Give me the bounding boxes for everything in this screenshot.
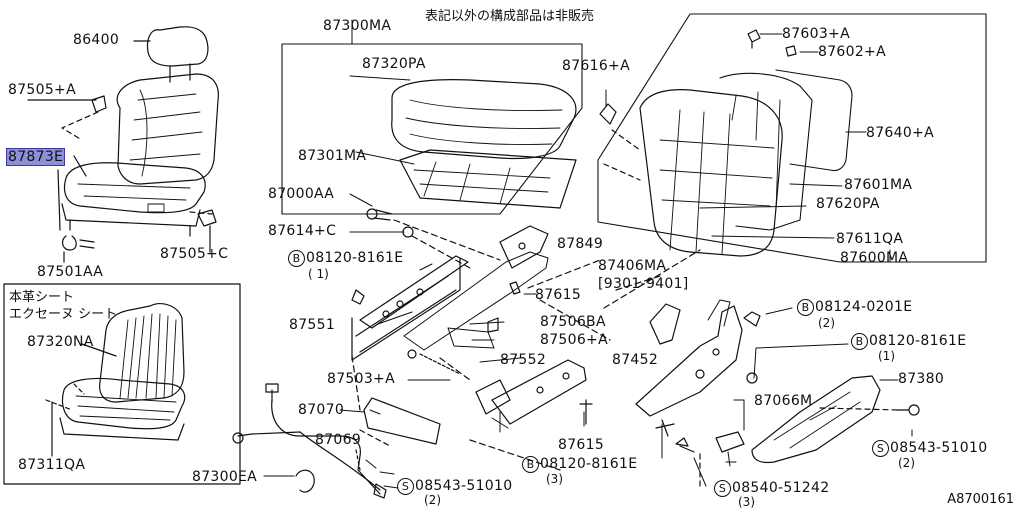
screw-marker-icon: S	[397, 478, 414, 495]
part-label[interactable]: 87551	[289, 317, 336, 333]
std-part-number: 08543-51010	[415, 478, 513, 494]
bolt-marker-icon: B	[288, 250, 305, 267]
std-part-qty: ( 1)	[308, 267, 329, 281]
recliner-drawing	[635, 299, 920, 487]
part-label[interactable]: 87069	[315, 432, 362, 448]
part-label[interactable]: 87552	[500, 352, 547, 368]
seat-frame-drawing	[349, 193, 701, 471]
part-label[interactable]: 87601MA	[844, 177, 913, 193]
std-part-number: 08120-8161E	[869, 333, 967, 349]
part-label[interactable]: 86400	[73, 32, 120, 48]
bolt-marker-icon: B	[522, 456, 539, 473]
part-label[interactable]: 87603+A	[782, 26, 850, 42]
diagram-code: A8700161	[947, 492, 1014, 507]
std-part-qty: (3)	[738, 495, 755, 509]
part-label[interactable]: 87452	[612, 352, 659, 368]
part-label[interactable]: 87616+A	[562, 58, 630, 74]
std-part-qty: (2)	[818, 316, 835, 330]
std-part-qty: (2)	[898, 456, 915, 470]
part-label[interactable]: 87300MA	[323, 18, 392, 34]
inset-title: 本革シート エクセーヌ シート	[9, 290, 118, 322]
std-part-qty: (3)	[546, 472, 563, 486]
bolt-marker-icon: B	[851, 333, 868, 350]
part-label[interactable]: 87615	[535, 287, 582, 303]
part-label[interactable]: 87505+C	[160, 246, 229, 262]
part-label[interactable]: 87311QA	[18, 457, 86, 473]
part-label[interactable]: 87640+A	[866, 125, 934, 141]
screw-marker-icon: S	[872, 440, 889, 457]
complete-seat-drawing	[27, 26, 219, 263]
std-part-qty: (1)	[878, 349, 895, 363]
part-label[interactable]: 87600MA	[840, 250, 909, 266]
part-label[interactable]: 87505+A	[8, 82, 76, 98]
seat-cushion-drawing	[349, 75, 577, 209]
part-label[interactable]: 87602+A	[818, 44, 886, 60]
part-label[interactable]: 87849	[557, 236, 604, 252]
part-label[interactable]: 87614+C	[268, 223, 337, 239]
inset-seat-drawing	[45, 303, 186, 457]
part-label[interactable]: 87620PA	[816, 196, 880, 212]
part-label[interactable]: 87611QA	[836, 231, 904, 247]
part-label[interactable]: 87615	[558, 437, 605, 453]
part-label[interactable]: 87501AA	[37, 264, 104, 280]
part-label-range: [9301-9401]	[598, 276, 689, 292]
std-part-number: 08124-0201E	[815, 299, 913, 315]
part-label[interactable]: 87070	[298, 402, 345, 418]
front-cover-drawing	[339, 397, 441, 447]
part-label-highlighted[interactable]: 87873E	[5, 148, 66, 166]
part-label[interactable]: 87506BA	[540, 314, 606, 330]
std-part-number: 08120-8161E	[306, 250, 404, 266]
part-label[interactable]: 87000AA	[268, 186, 335, 202]
wiring-harness-drawing	[232, 383, 399, 499]
std-part-qty: (2)	[424, 493, 441, 507]
part-label[interactable]: 87380	[898, 371, 945, 387]
seatback-drawing	[599, 29, 891, 263]
std-part-number: 08120-8161E	[540, 456, 638, 472]
std-part-number: 08540-51242	[732, 480, 830, 496]
std-part-number: 08543-51010	[890, 440, 988, 456]
part-label[interactable]: 87066M	[754, 393, 813, 409]
part-label[interactable]: 87506+A	[540, 332, 608, 348]
part-label[interactable]: 87406MA	[598, 258, 667, 274]
not-sold-note: 表記以外の構成部品は非販売	[425, 9, 595, 24]
screw-marker-icon: S	[714, 480, 731, 497]
part-label[interactable]: 87503+A	[327, 371, 395, 387]
bolt-marker-icon: B	[797, 299, 814, 316]
part-label[interactable]: 87320NA	[27, 334, 94, 350]
inset-frame	[3, 283, 241, 485]
part-label[interactable]: 87301MA	[298, 148, 367, 164]
part-label[interactable]: 87320PA	[362, 56, 426, 72]
highlight-box: 87873E	[5, 148, 66, 166]
part-label[interactable]: 87300EA	[192, 469, 258, 485]
